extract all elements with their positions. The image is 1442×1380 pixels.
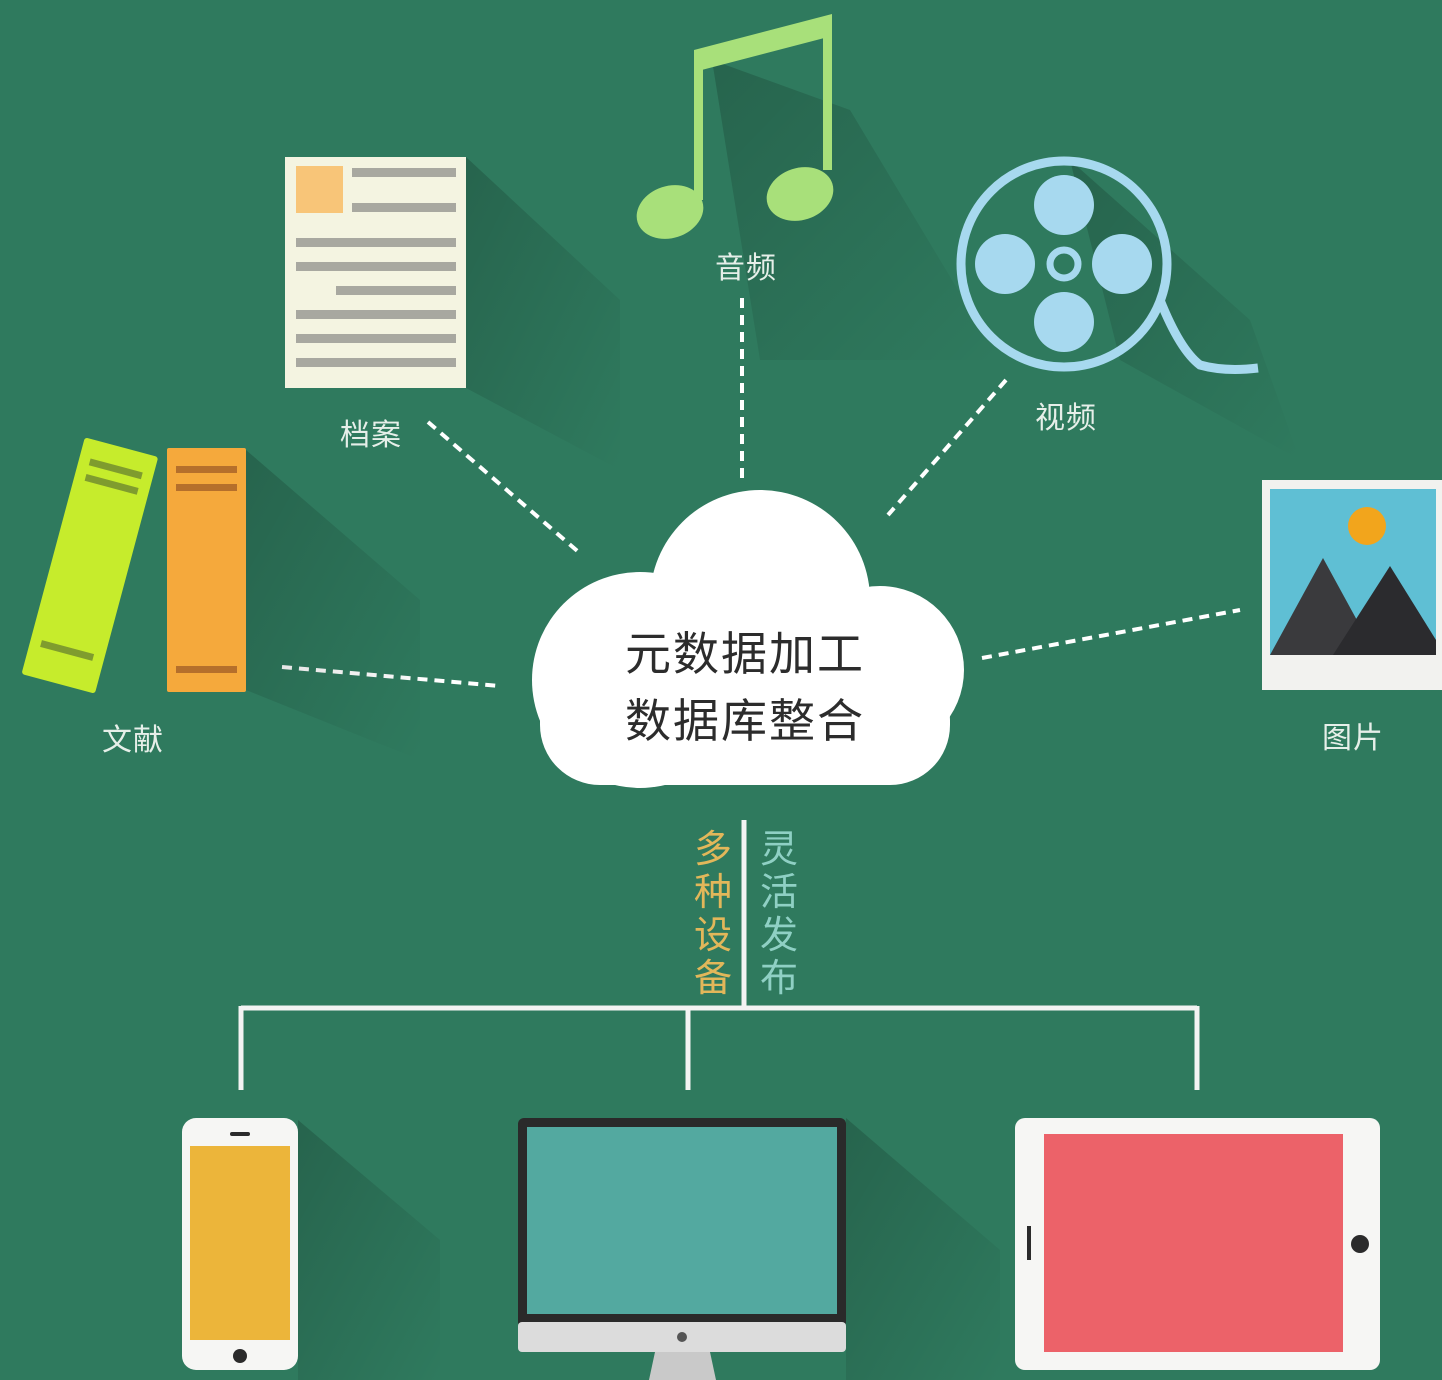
tablet-device-icon: [1015, 1118, 1380, 1370]
label-archive: 档案: [340, 418, 402, 453]
label-literature: 文献: [102, 723, 164, 758]
phone-device-icon: [182, 1118, 440, 1380]
books-icon: [22, 437, 420, 760]
cloud-shape: [532, 490, 964, 788]
label-video: 视频: [1035, 401, 1097, 436]
connector-picture: [981, 608, 1241, 660]
cloud-line-1: 元数据加工: [625, 627, 865, 681]
music-note-icon: [636, 14, 1000, 360]
archive-document-icon: [285, 157, 620, 470]
distribution-right-text: 灵活发布: [759, 827, 798, 1000]
connector-video: [886, 378, 1008, 517]
label-music: 音频: [715, 251, 777, 286]
picture-frame-icon: [1262, 480, 1442, 690]
connector-archive: [426, 420, 584, 557]
label-picture: 图片: [1322, 721, 1384, 756]
cloud-line-2: 数据库整合: [625, 694, 865, 748]
distribution-left-text: 多种设备: [693, 827, 732, 1000]
film-reel-icon: [956, 156, 1300, 460]
monitor-device-icon: [518, 1118, 1000, 1380]
distribution-tree: [238, 820, 1200, 1090]
